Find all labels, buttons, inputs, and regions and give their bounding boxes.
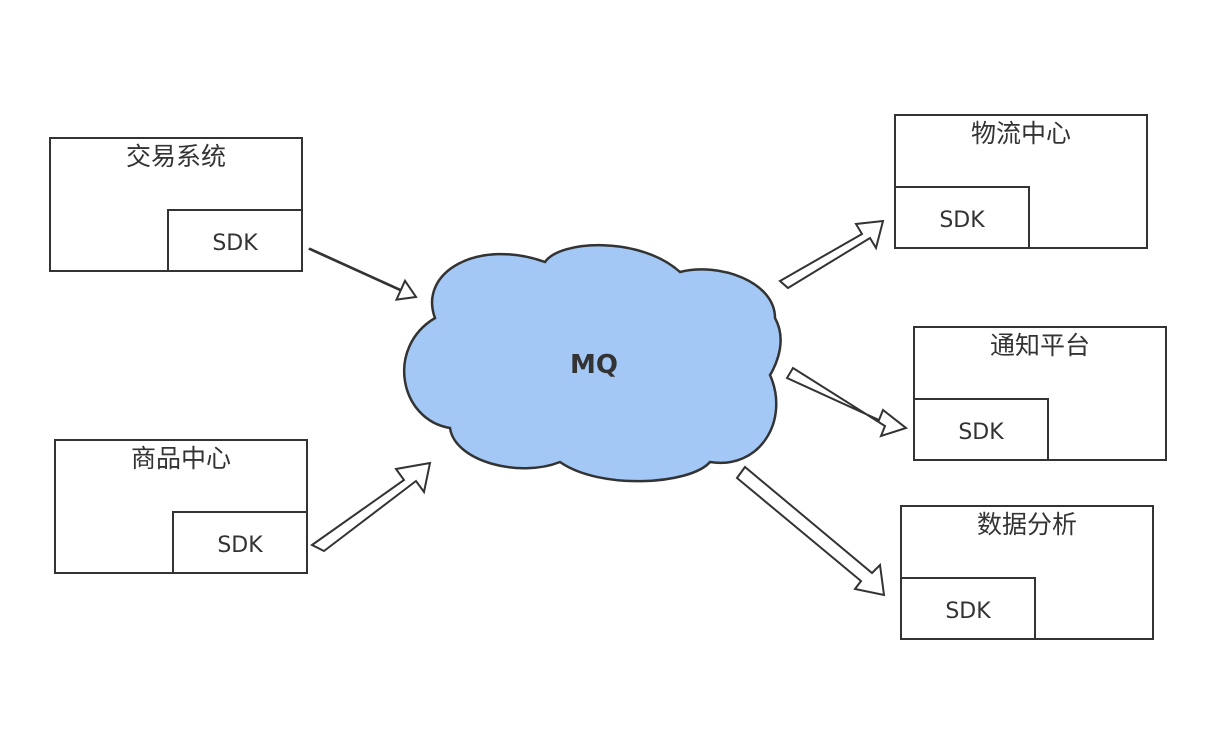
arrow-mq-to-data-analysis bbox=[735, 465, 886, 597]
sdk-box bbox=[172, 511, 308, 574]
mq-label: MQ bbox=[570, 350, 618, 380]
system-label: 通知平台 bbox=[990, 331, 1090, 360]
arrow-trade-to-mq bbox=[308, 247, 418, 301]
producer-trade-system: 交易系统 SDK bbox=[49, 137, 303, 272]
consumer-notification-platform: 通知平台 SDK bbox=[913, 326, 1167, 461]
sdk-label: SDK bbox=[945, 599, 991, 624]
cloud-shape bbox=[402, 243, 782, 483]
system-label: 交易系统 bbox=[126, 142, 226, 171]
sdk-box bbox=[900, 577, 1036, 640]
arrow-product-to-mq bbox=[310, 461, 432, 553]
producer-product-center: 商品中心 SDK bbox=[54, 439, 308, 574]
sdk-label: SDK bbox=[212, 231, 258, 256]
system-label: 数据分析 bbox=[977, 510, 1077, 539]
sdk-box bbox=[894, 186, 1030, 249]
system-label: 物流中心 bbox=[971, 119, 1071, 148]
sdk-label: SDK bbox=[958, 420, 1004, 445]
consumer-logistics-center: 物流中心 SDK bbox=[894, 114, 1148, 249]
arrow-mq-to-logistics bbox=[778, 219, 885, 290]
arrow-mq-to-notification bbox=[785, 366, 909, 438]
sdk-label: SDK bbox=[217, 533, 263, 558]
sdk-box bbox=[167, 209, 303, 272]
sdk-box bbox=[913, 398, 1049, 461]
consumer-data-analysis: 数据分析 SDK bbox=[900, 505, 1154, 640]
system-label: 商品中心 bbox=[131, 444, 231, 473]
mq-cloud: MQ bbox=[402, 243, 782, 483]
sdk-label: SDK bbox=[939, 208, 985, 233]
